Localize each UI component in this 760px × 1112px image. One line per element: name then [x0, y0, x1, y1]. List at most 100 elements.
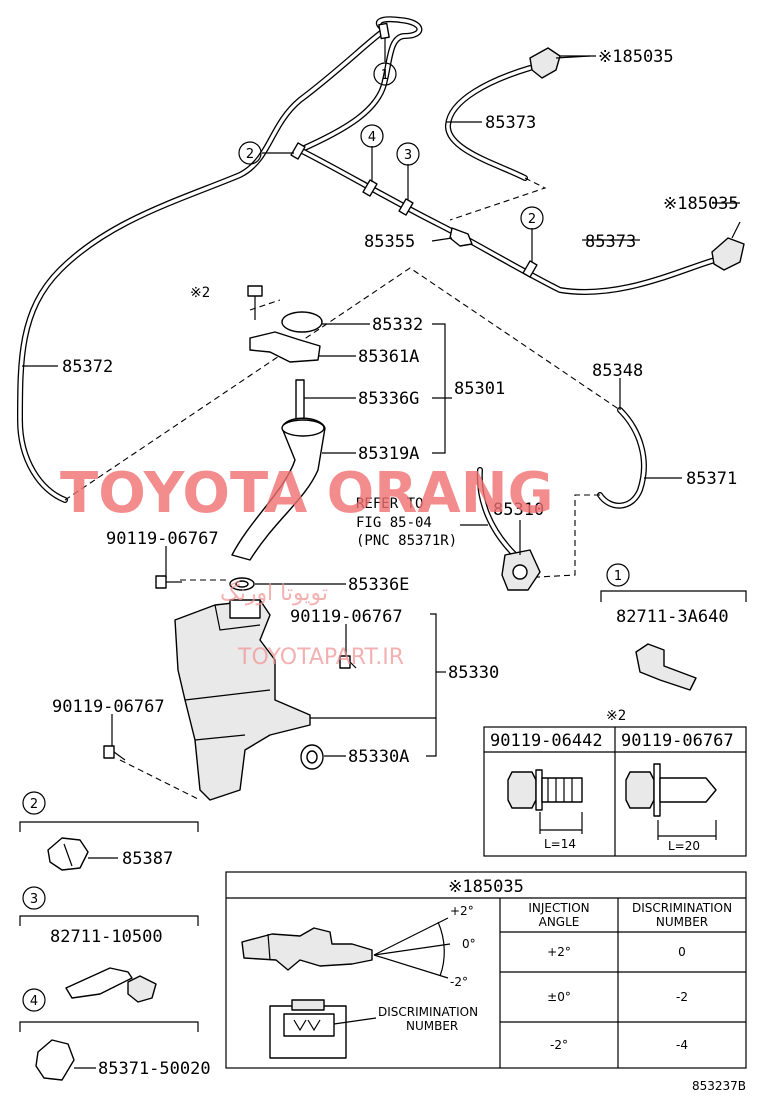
hose-85372 — [17, 27, 388, 503]
dash-connector-top — [449, 177, 547, 221]
bolt-top — [247, 285, 263, 320]
dash-connector-tank — [119, 759, 201, 801]
label-bolt-c: 90119-06767 — [52, 697, 165, 717]
svg-text:+2°: +2° — [547, 945, 571, 959]
inset-1: 1 82711-3A640 — [600, 563, 747, 691]
inset-4: 4 85371-50020 — [19, 988, 211, 1081]
svg-text:3: 3 — [30, 892, 38, 907]
nozzle-85035-upper — [529, 47, 591, 79]
tank-85330 — [174, 599, 311, 801]
label-bolt-b: 90119-06767 — [290, 607, 403, 627]
leader-lines — [22, 38, 740, 757]
callout-1: 1 — [373, 62, 397, 86]
watermark: TOYOTA ORANG تويوتا اورنگ TOYOTAPART.IR — [60, 461, 554, 670]
svg-text:تويوتا اورنگ: تويوتا اورنگ — [220, 580, 328, 606]
hose-loop-top — [297, 16, 423, 153]
svg-text:4: 4 — [30, 994, 38, 1009]
inset-2: 2 85387 — [19, 791, 199, 871]
svg-text:2: 2 — [246, 147, 254, 162]
svg-text:L=20: L=20 — [668, 839, 700, 853]
dash-connector-pump — [519, 494, 600, 579]
svg-text:82711-3A640: 82711-3A640 — [616, 607, 729, 627]
label-bolt-a: 90119-06767 — [106, 529, 219, 549]
label-85372: 85372 — [62, 357, 113, 377]
svg-text:90119-06767: 90119-06767 — [621, 731, 734, 751]
label-85330a: 85330A — [348, 747, 409, 767]
svg-text:82711-10500: 82711-10500 — [50, 927, 163, 947]
callout-4: 4 — [360, 124, 384, 148]
bolt-a — [155, 575, 182, 589]
svg-text:2: 2 — [30, 797, 38, 812]
cap-85332 — [281, 311, 323, 333]
label-85336g: 85336G — [358, 389, 419, 409]
grommet-85330a — [300, 744, 324, 770]
nozzle-table: ※185035 INJECTION ANGLE DISCRIMINATION N… — [225, 871, 747, 1069]
label-85330: 85330 — [448, 663, 499, 683]
svg-text:85387: 85387 — [122, 849, 173, 869]
hose-85371 — [597, 407, 647, 509]
dash-connector-main — [64, 267, 621, 501]
svg-text:±0°: ±0° — [547, 990, 571, 1004]
svg-text:0: 0 — [678, 945, 686, 959]
svg-text:-4: -4 — [676, 1038, 688, 1052]
bolt-b — [339, 655, 357, 669]
hose-pump-outlet — [476, 467, 518, 558]
svg-text:85371-50020: 85371-50020 — [98, 1059, 211, 1079]
label-85355: 85355 — [364, 232, 415, 252]
bolt-table: ※2 90119-06442 90119-06767 L=14 L=20 — [483, 708, 747, 857]
hose-85373-upper — [445, 65, 533, 181]
svg-text:1: 1 — [614, 569, 622, 584]
svg-text:-2°: -2° — [450, 975, 468, 989]
inset-3: 3 82711-10500 — [19, 886, 199, 1003]
refer-line-2: FIG 85-04 — [356, 515, 432, 531]
label-85035-upper: ※185035 — [598, 47, 674, 67]
label-85319a: 85319A — [358, 444, 419, 464]
svg-text:DISCRIMINATION: DISCRIMINATION — [632, 901, 732, 915]
svg-text:1: 1 — [381, 68, 389, 83]
svg-text:-2°: -2° — [550, 1038, 568, 1052]
label-85373-lower: 85373 — [585, 232, 636, 252]
svg-text:INJECTION: INJECTION — [528, 901, 589, 915]
joint-85355 — [449, 227, 473, 247]
svg-text:2: 2 — [528, 212, 536, 227]
label-85371: 85371 — [686, 469, 737, 489]
inlet-85319a — [231, 417, 326, 561]
refer-line-3: (PNC 85371R) — [356, 533, 457, 549]
svg-text:ANGLE: ANGLE — [539, 915, 580, 929]
svg-text:TOYOTA ORANG: TOYOTA ORANG — [60, 461, 554, 526]
refer-line-1: REFER TO — [356, 496, 423, 512]
label-85310: 85310 — [493, 500, 544, 520]
hose-clamps — [290, 22, 538, 278]
svg-text:90119-06442: 90119-06442 — [490, 731, 603, 751]
label-85332: 85332 — [372, 315, 423, 335]
svg-text:TOYOTAPART.IR: TOYOTAPART.IR — [237, 645, 404, 670]
callout-2: 2 — [238, 141, 262, 165]
pump-85310 — [501, 549, 541, 591]
grommet-85336e — [229, 577, 255, 591]
label-85301: 85301 — [454, 379, 505, 399]
svg-text:※2: ※2 — [606, 708, 626, 724]
label-85373-upper: 85373 — [485, 113, 536, 133]
hose-85355-run — [297, 147, 718, 295]
label-85035-lower: ※185035 — [663, 194, 739, 214]
svg-text:DISCRIMINATION: DISCRIMINATION — [378, 1005, 478, 1019]
label-85336e: 85336E — [348, 575, 409, 595]
gauge-85336g — [295, 379, 305, 421]
figure-id: 853237B — [692, 1079, 746, 1093]
bracket-85361a — [249, 331, 321, 363]
label-note-x2: ※2 — [190, 285, 210, 301]
svg-text:-2: -2 — [676, 990, 688, 1004]
svg-text:4: 4 — [368, 130, 376, 145]
svg-text:※185035: ※185035 — [448, 877, 524, 897]
svg-text:L=14: L=14 — [544, 837, 576, 851]
svg-text:NUMBER: NUMBER — [656, 915, 708, 929]
svg-text:3: 3 — [404, 148, 412, 163]
svg-text:+2°: +2° — [450, 904, 474, 918]
svg-text:NUMBER: NUMBER — [406, 1019, 458, 1033]
nozzle-85035-lower — [711, 221, 745, 271]
callout-2-b: 2 — [520, 206, 544, 230]
label-85348: 85348 — [592, 361, 643, 381]
bolt-c — [103, 745, 126, 761]
label-85361a: 85361A — [358, 347, 419, 367]
